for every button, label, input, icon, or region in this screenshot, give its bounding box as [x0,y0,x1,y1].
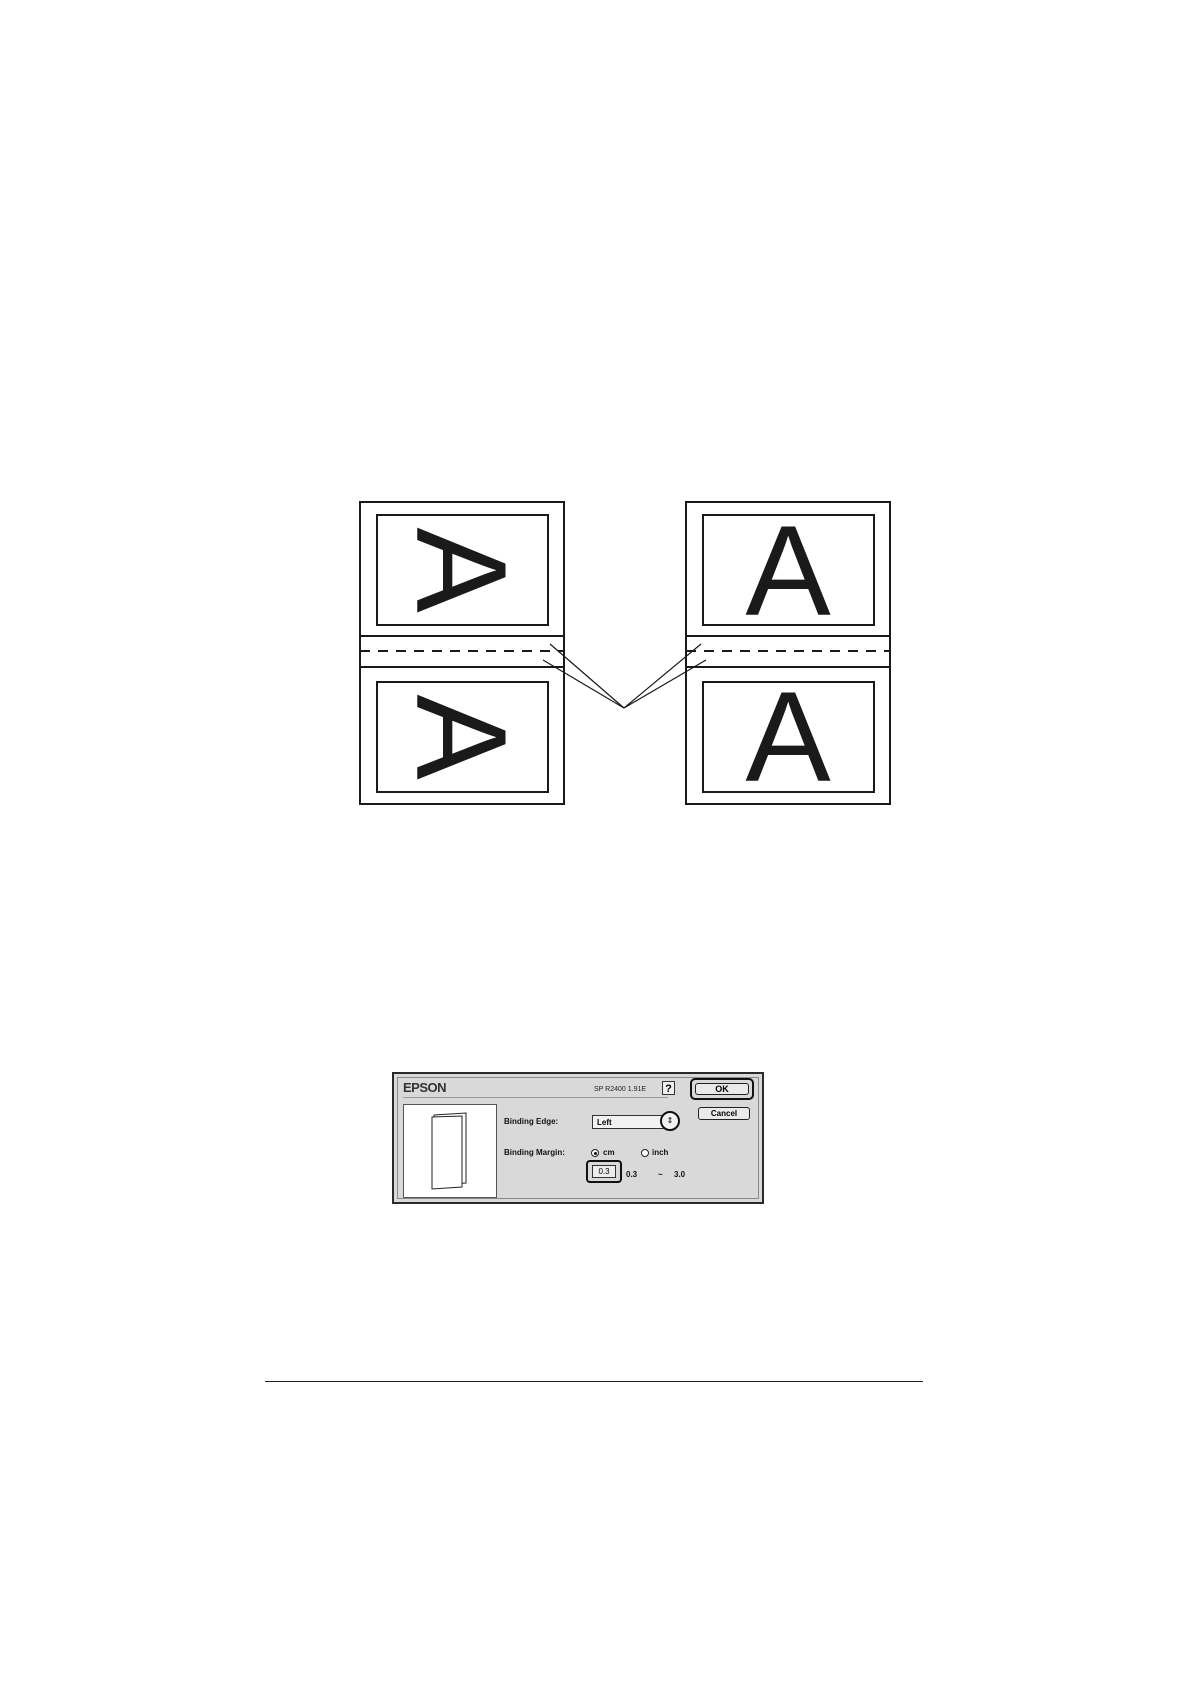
left-bottom-page [376,681,549,793]
binding-preview [403,1104,497,1198]
right-top-letter: A [745,500,831,643]
inch-radio[interactable] [641,1149,649,1157]
left-sheet [359,501,565,805]
binding-margin-dialog: EPSON SP R2400 1.91E ? OK Cancel Binding… [392,1072,764,1204]
binding-preview-icon [431,1112,467,1190]
footer-rule [265,1381,923,1382]
margin-field-ring: 0.3 [586,1160,622,1183]
range-max: 3.0 [674,1170,686,1179]
help-button[interactable]: ? [662,1081,675,1095]
cancel-button[interactable]: Cancel [698,1107,750,1120]
binding-edge-value: Left [597,1118,612,1127]
margin-input[interactable]: 0.3 [592,1165,616,1178]
binding-illustration: A A A A [359,500,891,809]
driver-version: SP R2400 1.91E [594,1086,647,1093]
range-min: 0.3 [626,1170,638,1179]
ok-button[interactable]: OK [695,1083,749,1095]
left-top-letter: A [389,527,532,613]
left-bottom-letter: A [389,694,532,780]
left-top-page [376,514,549,626]
select-arrows-icon[interactable]: ⇕ [660,1111,680,1131]
cm-radio-label: cm [603,1148,615,1157]
right-bottom-letter: A [745,666,831,809]
brand-divider [403,1097,668,1098]
brand-logo: EPSON [403,1080,447,1095]
binding-edge-label: Binding Edge: [504,1117,559,1126]
binding-margin-label: Binding Margin: [504,1148,565,1157]
cm-radio[interactable] [591,1149,599,1157]
right-bottom-page [702,681,875,793]
inch-radio-label: inch [652,1148,669,1157]
right-top-page [702,514,875,626]
dialog-inner-border [397,1077,759,1199]
range-separator: ~ [658,1170,663,1179]
right-sheet [685,501,891,805]
ok-default-ring: OK [690,1078,754,1100]
margin-callout-lines [542,643,707,709]
